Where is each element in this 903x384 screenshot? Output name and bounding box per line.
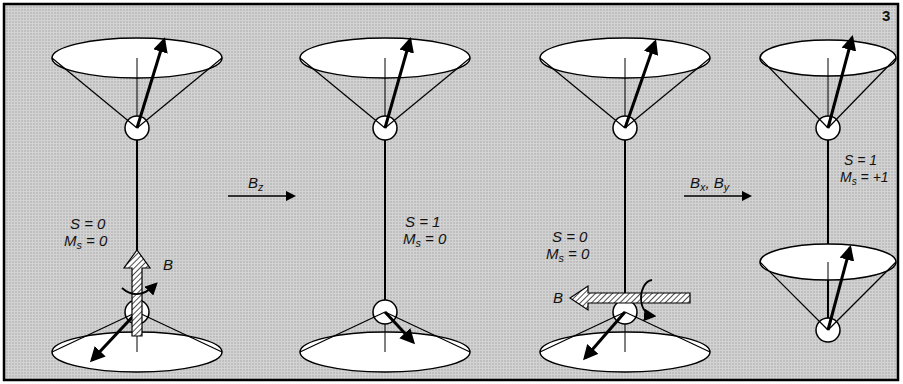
- label-text: S = 1: [405, 213, 440, 230]
- cone-side: [52, 312, 137, 352]
- subscript: x: [700, 181, 705, 193]
- subscript: z: [258, 181, 263, 193]
- cone-side: [385, 58, 470, 128]
- spin-pair: [540, 38, 710, 372]
- subscript: s: [852, 176, 857, 187]
- field-arrow: [570, 286, 690, 310]
- transition-label: Bz: [248, 174, 263, 196]
- subscript: y: [724, 181, 729, 193]
- label-text: = 0: [564, 245, 589, 262]
- spin-pair: [760, 38, 896, 342]
- transition-arrow: [228, 195, 294, 197]
- spin-state-label: Ms = 0: [403, 230, 446, 252]
- spin-state-label: Ms = +1: [840, 169, 889, 190]
- label-text: M: [546, 245, 559, 262]
- cone-side: [760, 262, 828, 330]
- spin-state-label: Ms = 0: [546, 245, 589, 267]
- spin-vector: [828, 248, 850, 330]
- transition-arrow: [684, 195, 750, 197]
- label-text: , B: [705, 174, 723, 191]
- spin-vector: [385, 312, 413, 342]
- precession-arrow: [122, 284, 156, 294]
- label-text: S = 0: [70, 215, 105, 232]
- label-text: B: [163, 256, 173, 273]
- cone-side: [540, 58, 625, 128]
- label-text: B: [248, 174, 258, 191]
- bond-line: [624, 140, 626, 300]
- label-text: M: [840, 169, 852, 185]
- transition-label: Bx, By: [690, 174, 729, 196]
- spin-state-label: S = 0: [552, 228, 587, 245]
- spin-state-label: S = 1: [405, 213, 440, 230]
- cone-side: [300, 58, 385, 128]
- label-text: = 0: [82, 232, 107, 249]
- cone-side: [300, 312, 385, 352]
- spin-vector: [92, 312, 137, 360]
- label-text: M: [64, 232, 77, 249]
- cone-side: [137, 312, 222, 352]
- label-text: = 0: [421, 230, 446, 247]
- cone-side: [137, 58, 222, 128]
- spin-pair: [52, 38, 222, 372]
- cone-side: [385, 312, 470, 352]
- spin-vector: [585, 312, 625, 358]
- label-text: B: [553, 289, 563, 306]
- spin-state-label: Ms = 0: [64, 232, 107, 254]
- cone-side: [540, 312, 625, 352]
- label-text: S = 1: [844, 152, 877, 168]
- cone-side: [760, 58, 828, 128]
- figure-number: 3: [882, 7, 890, 24]
- label-text: M: [403, 230, 416, 247]
- spin-vector: [137, 40, 164, 128]
- spin-state-label: S = 0: [70, 215, 105, 232]
- subscript: s: [77, 239, 82, 251]
- cone-side: [625, 312, 710, 352]
- bond-line: [384, 140, 386, 300]
- label-text: 3: [882, 7, 890, 24]
- label-text: B: [690, 174, 700, 191]
- subscript: s: [416, 237, 421, 249]
- field-label: B: [553, 289, 563, 306]
- spin-vector: [828, 38, 852, 128]
- subscript: s: [559, 252, 564, 264]
- spin-pair: [300, 38, 470, 372]
- field-label: B: [163, 256, 173, 273]
- label-text: S = 0: [552, 228, 587, 245]
- label-text: = +1: [857, 169, 889, 185]
- precession-arrow: [641, 280, 654, 316]
- spin-state-label: S = 1: [844, 152, 877, 169]
- spin-vector: [625, 42, 655, 128]
- spin-vector: [385, 40, 410, 128]
- panel-frame: [4, 4, 898, 380]
- cone-side: [52, 58, 137, 128]
